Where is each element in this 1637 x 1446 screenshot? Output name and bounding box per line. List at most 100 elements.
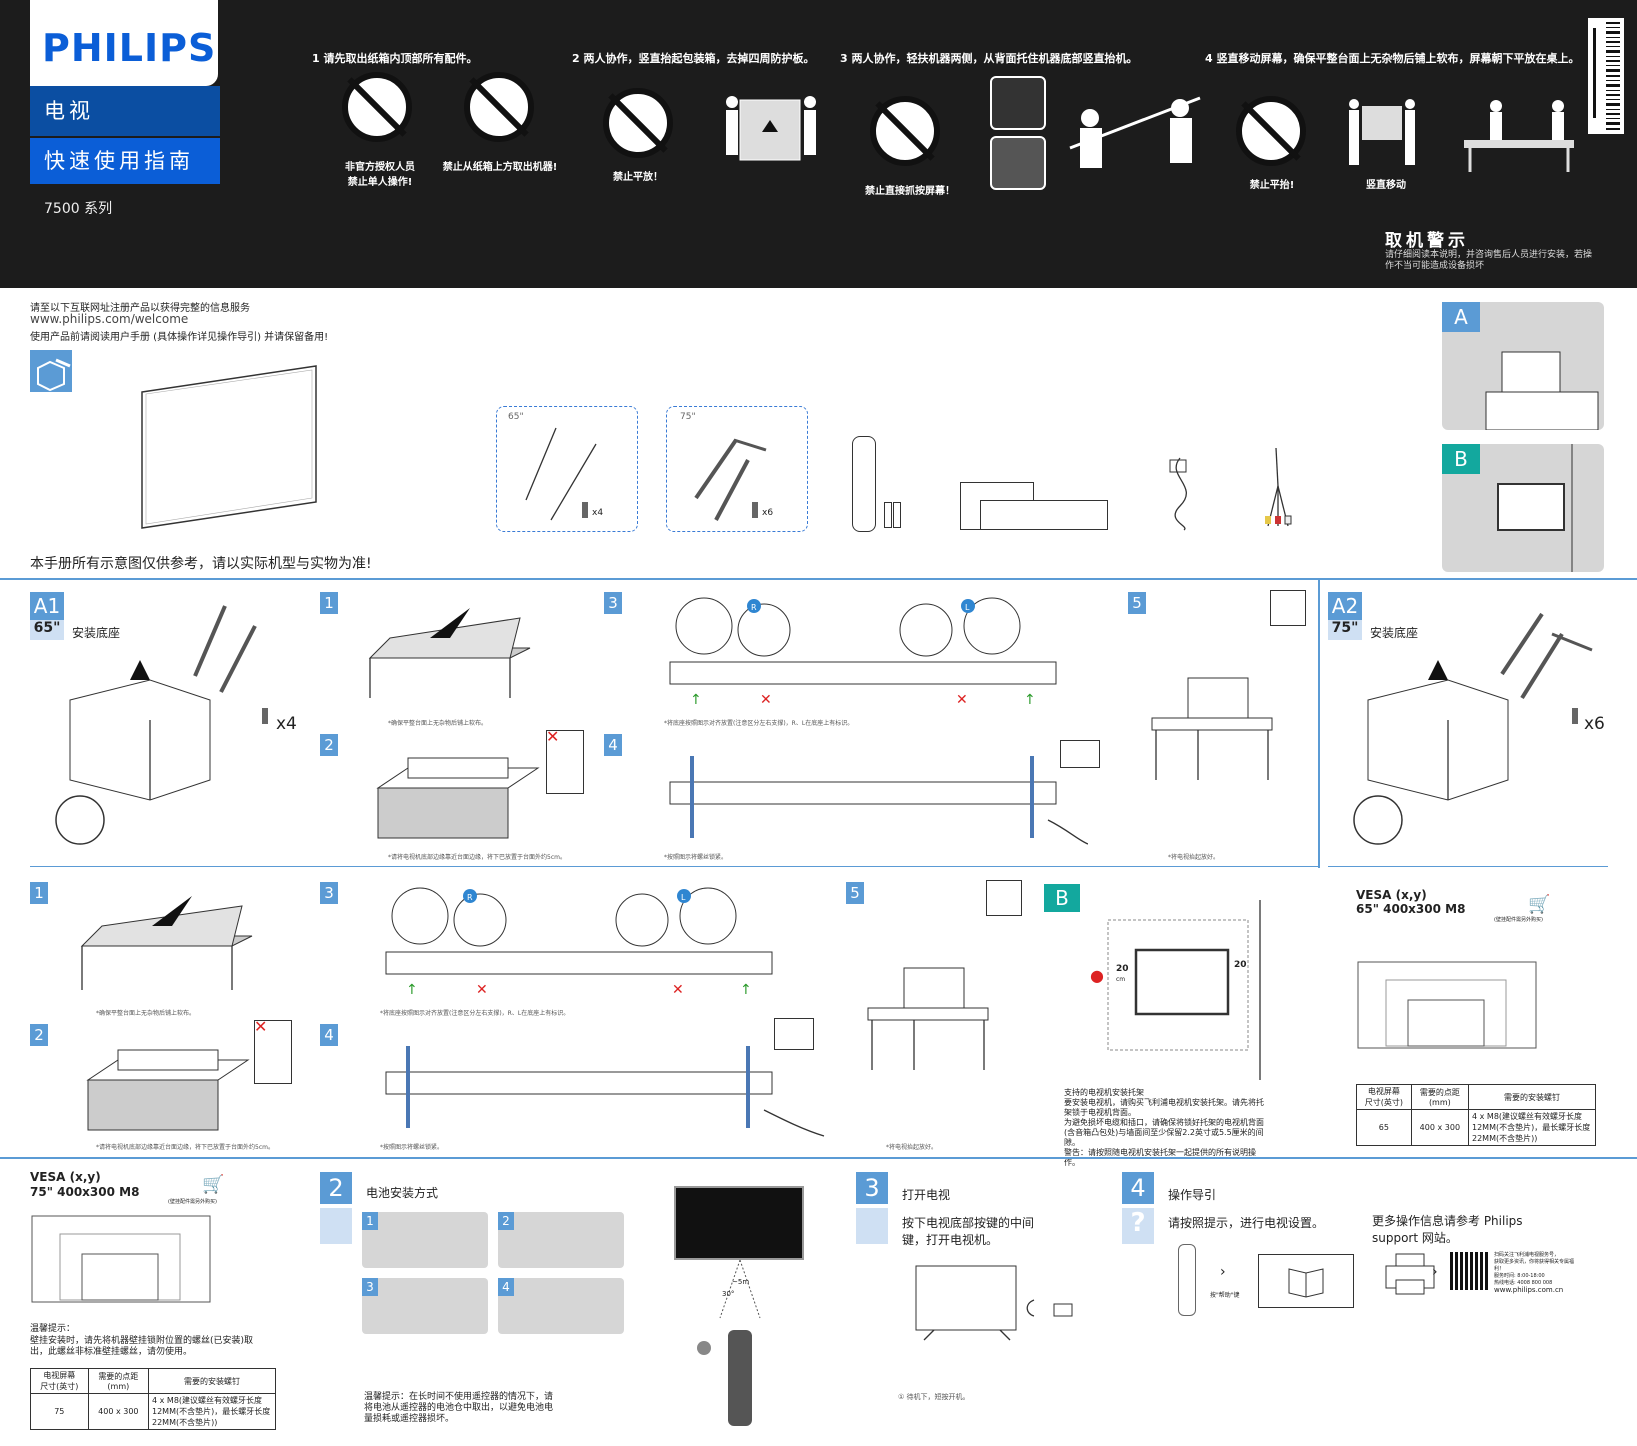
barcode [1588,18,1624,134]
svg-text:↑: ↑ [406,982,418,996]
a2-step4-screw-detail [774,1018,814,1050]
power-title: 打开电视 [902,1188,951,1202]
cart-icon: 🛒 [202,1174,225,1195]
support-more-info: 更多操作信息请参考 Philips support 网站。 [1372,1214,1523,1245]
a1-step4-screw-detail [1060,740,1100,768]
remote-control-illustration [852,436,876,532]
screw-icon [262,708,268,724]
printer-icon [1385,1253,1435,1295]
divider [0,578,1637,580]
a2-step5-check-detail [986,880,1022,916]
svg-text:✕: ✕ [672,982,684,996]
series-label: 7500 系列 [44,201,113,217]
vesa65-diagram [1357,961,1537,1049]
step4-title: 4 竖直移动屏幕，确保平整台面上无杂物后铺上软布，屏幕朝下平放在桌上。 [1205,52,1580,65]
vesa65-title: VESA (x,y) [1356,888,1427,902]
tv-screen-illustration [674,1186,804,1260]
section-a2-size: 75" [1328,620,1362,640]
battery-step3-panel [362,1278,488,1334]
unbox-icon [30,350,72,392]
remote-control-illustration [1178,1244,1196,1316]
remote-range-illustration [697,1259,761,1426]
register-url[interactable]: www.philips.com/welcome [30,312,189,326]
cart-icon: 🛒 [1528,894,1551,915]
a1-step2-illustration [376,757,540,839]
vertical-carry-illustration [1349,99,1415,165]
svg-text:L: L [965,603,970,612]
battery-sub-num: 1 [362,1212,378,1230]
tv-panel-illustration [141,365,317,529]
step3-detail-bottom [990,136,1046,190]
vesa75-diagram [31,1215,211,1303]
section-a1-size: 65" [30,620,64,640]
power-desc: 按下电视底部按键的中间键，打开电视机。 [902,1216,1035,1247]
remote-range-angle: 30° [722,1290,735,1298]
power-caption: ① 待机下，短按开机。 [898,1393,970,1401]
alert-icon: ● [1090,966,1104,985]
svg-text:L: L [681,893,686,902]
table-cell: 4 x M8(建议螺丝有效螺牙长度12MM(不含垫片)，最长螺牙长度22MM(不… [148,1393,276,1430]
option-a-badge: A [1442,302,1480,332]
stand-75-box [666,406,808,532]
divider [1328,866,1608,867]
divider [1318,578,1320,868]
table-header: 电视屏幕 尺寸(英寸) [30,1368,89,1394]
a1-step3-caption: *将底座按照图示对齐放置(注意区分左右支撑)，R、L在底座上有标识。 [664,720,854,727]
stand-65-box [496,406,638,532]
product-title: 电视 [30,86,220,136]
website-url[interactable]: www.philips.com.cn [1494,1286,1564,1294]
wall-mount-illustration [1107,900,1261,1080]
svg-text:✕: ✕ [476,982,488,996]
warning-description: 请仔细阅读本说明，并咨询售后人员进行安装，若操作不当可能造成设备损坏 [1385,250,1593,271]
warning-header-band [0,0,1637,288]
a1-screws: x4 [276,714,297,734]
register-info: 请至以下互联网址注册产品以获得完整的信息服务 [30,303,250,314]
svg-text:↑: ↑ [1024,692,1036,706]
option-a-panel[interactable] [1442,302,1604,430]
help-key-caption: 按"帮助"键 [1210,1292,1240,1299]
a2-step2-illustration [86,1049,250,1131]
vesa65-note: (壁挂配件需另外购买) [1494,917,1543,923]
a2-step2-caption: *请将电视机底部边缘靠近台面边缘，将下巴放置于台面外约5cm。 [96,1144,274,1151]
a2-box-unpack-illustration [1353,660,1509,845]
a1-step2-num: 2 [320,734,338,756]
step1-label-a: 非官方授权人员 禁止单人操作! [345,162,415,188]
stand-75-label: 75" [680,412,696,422]
a1-step5-caption: *将电视抬起放好。 [1168,854,1220,861]
help-icon: ? [1122,1208,1154,1244]
a1-box-unpack-illustration [55,660,211,845]
a2-step4-caption: *按照图示将螺丝锁紧。 [380,1144,444,1151]
stand-65-label: 65" [508,412,524,422]
svg-text:✕: ✕ [760,692,772,706]
manual-info: 使用产品前请阅读用户手册 (具体操作详见操作导引) 并请保留备用! [30,332,329,343]
a1-step5-illustration [1151,677,1273,780]
divider [30,866,1318,867]
a1-stand-legs [193,605,257,693]
a1-step1-num: 1 [320,592,338,614]
battery-sub-num: 4 [498,1278,514,1296]
a2-step3-num: 3 [320,882,338,904]
battery-step4-panel [498,1278,624,1334]
battery-step2-panel [498,1212,624,1268]
power-step-num: 3 [856,1172,888,1204]
table-header: 电视屏幕 尺寸(英寸) [1356,1084,1412,1110]
no-single-person-icon [342,72,412,142]
table-cell: 75 [30,1393,89,1430]
divider [0,1157,1637,1159]
wall-dist-right: 20 [1234,960,1247,970]
vesa65-spec: 65" 400x300 M8 [1356,902,1466,916]
guide-title: 快速使用指南 [30,138,220,184]
svg-text:↑: ↑ [740,982,752,996]
a2-step5-caption: *将电视抬起放好。 [886,1144,938,1151]
vesa75-table: 电视屏幕 尺寸(英寸) 需要的点距 (mm) 需要的安装螺钉 75 400 x … [30,1368,276,1430]
warning-title: 取机警示 [1385,231,1469,251]
two-person-back-lift-illustration [1069,96,1201,168]
battery-sub-num: 3 [362,1278,378,1296]
tv-power-illustration [915,1265,1073,1341]
vesa75-tip-title: 温馨提示： [30,1324,76,1334]
guide-desc: 请按照提示，进行电视设置。 [1168,1216,1325,1230]
a1-step3-illustration: R L ✕ ✕ ↑ ↑ [669,597,1057,706]
table-cell: 4 x M8(建议螺丝有效螺牙长度12MM(不含垫片)，最长螺牙长度22MM(不… [1468,1109,1596,1146]
screw-icon [752,502,758,518]
table-cell: 400 x 300 [87,1393,150,1430]
